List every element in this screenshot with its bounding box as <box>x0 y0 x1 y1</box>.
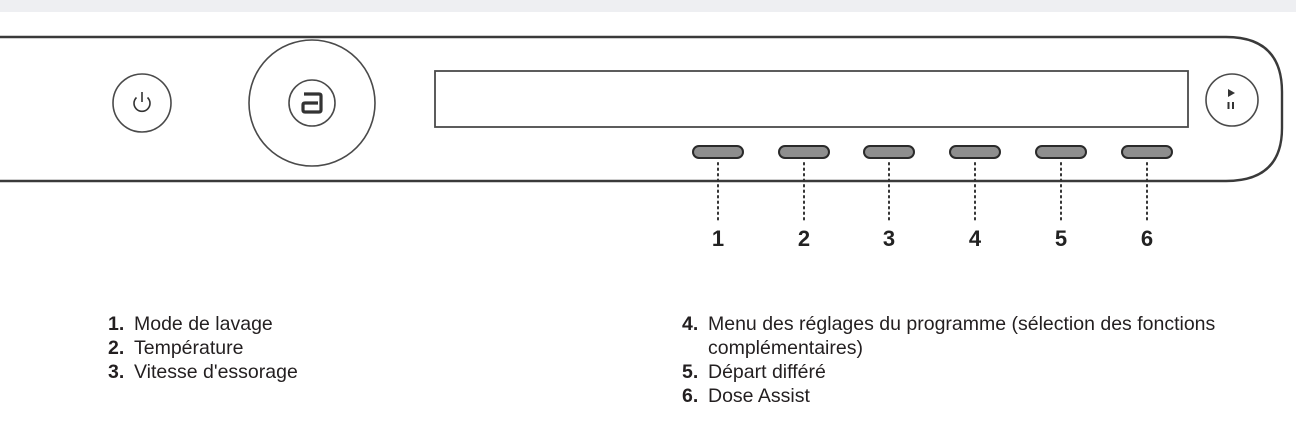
function-button-5[interactable] <box>1035 145 1087 159</box>
callout-4: 4 <box>968 226 982 251</box>
function-button-2[interactable] <box>778 145 830 159</box>
callout-1: 1 <box>711 226 725 251</box>
legend-number: 6. <box>682 385 699 407</box>
function-button-6[interactable] <box>1121 145 1173 159</box>
legend-number: 5. <box>682 361 699 383</box>
function-button-3[interactable] <box>863 145 915 159</box>
panel-outline <box>0 35 1284 183</box>
callout-2: 2 <box>797 226 811 251</box>
program-dial[interactable] <box>248 39 376 167</box>
legend-item: 1. Mode de lavage <box>108 312 528 336</box>
function-button-4[interactable] <box>949 145 1001 159</box>
play-pause-icon <box>1227 89 1235 109</box>
legend-text: Température <box>134 337 244 359</box>
legend-text: Vitesse d'essorage <box>134 361 298 383</box>
control-panel <box>0 35 1284 221</box>
legend-item: 5. Départ différé <box>682 360 1296 384</box>
legend-text: Mode de lavage <box>134 313 273 335</box>
legend-text: Dose Assist <box>708 385 810 407</box>
legend-number: 3. <box>108 361 125 383</box>
legend-item: 2. Température <box>108 336 528 360</box>
function-button-1[interactable] <box>692 145 744 159</box>
legend-item: 6. Dose Assist <box>682 384 1296 408</box>
power-button[interactable] <box>112 73 172 133</box>
callout-6: 6 <box>1140 226 1154 251</box>
legend-text: Menu des réglages du programme (sélectio… <box>708 313 1216 359</box>
start-pause-button[interactable] <box>1205 73 1259 127</box>
top-band <box>0 0 1296 12</box>
legend-number: 4. <box>682 313 699 335</box>
display-screen <box>434 70 1189 128</box>
callout-3: 3 <box>882 226 896 251</box>
legend-number: 2. <box>108 337 125 359</box>
power-icon <box>133 92 151 113</box>
legend-left: 1. Mode de lavage 2. Température 3. Vite… <box>108 312 528 384</box>
legend-right: 4. Menu des réglages du programme (sélec… <box>682 312 1296 408</box>
legend-item: 3. Vitesse d'essorage <box>108 360 528 384</box>
legend-text: Départ différé <box>708 361 826 383</box>
callout-5: 5 <box>1054 226 1068 251</box>
legend-number: 1. <box>108 313 125 335</box>
brand-a-icon <box>301 92 323 114</box>
legend-item: 4. Menu des réglages du programme (sélec… <box>682 312 1296 360</box>
